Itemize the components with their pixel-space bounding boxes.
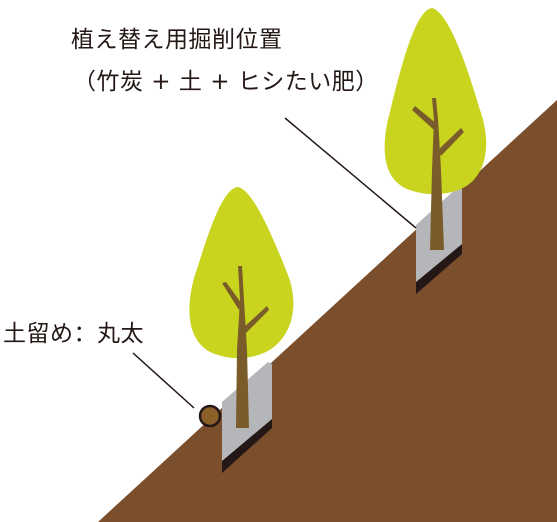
planting-position-label: 植え替え用掘削位置 bbox=[71, 27, 283, 53]
tree-upper-branch-right bbox=[438, 128, 464, 156]
tree-lower-branch-left bbox=[222, 282, 242, 310]
excavation-pit-upper-base bbox=[416, 244, 462, 294]
planting-position-materials-label: （竹炭 + 土 + ヒシたい肥） bbox=[73, 69, 379, 95]
excavation-pit-lower-base bbox=[222, 419, 272, 473]
tree-lower-branch-top bbox=[238, 266, 244, 300]
tree-upper-branch-left bbox=[412, 106, 437, 130]
tree-upper-branch-top bbox=[432, 98, 438, 120]
retaining-log-label: 土留め：丸太 bbox=[3, 321, 144, 347]
tree-lower bbox=[189, 187, 294, 428]
retaining-log bbox=[198, 404, 222, 428]
leader-line-planting-position bbox=[284, 117, 417, 229]
tree-upper bbox=[384, 8, 487, 250]
tree-upper-trunk bbox=[430, 118, 444, 250]
soil-slope bbox=[98, 100, 557, 522]
tree-lower-branch-right bbox=[243, 306, 269, 334]
leader-line-retaining-log bbox=[132, 352, 195, 409]
